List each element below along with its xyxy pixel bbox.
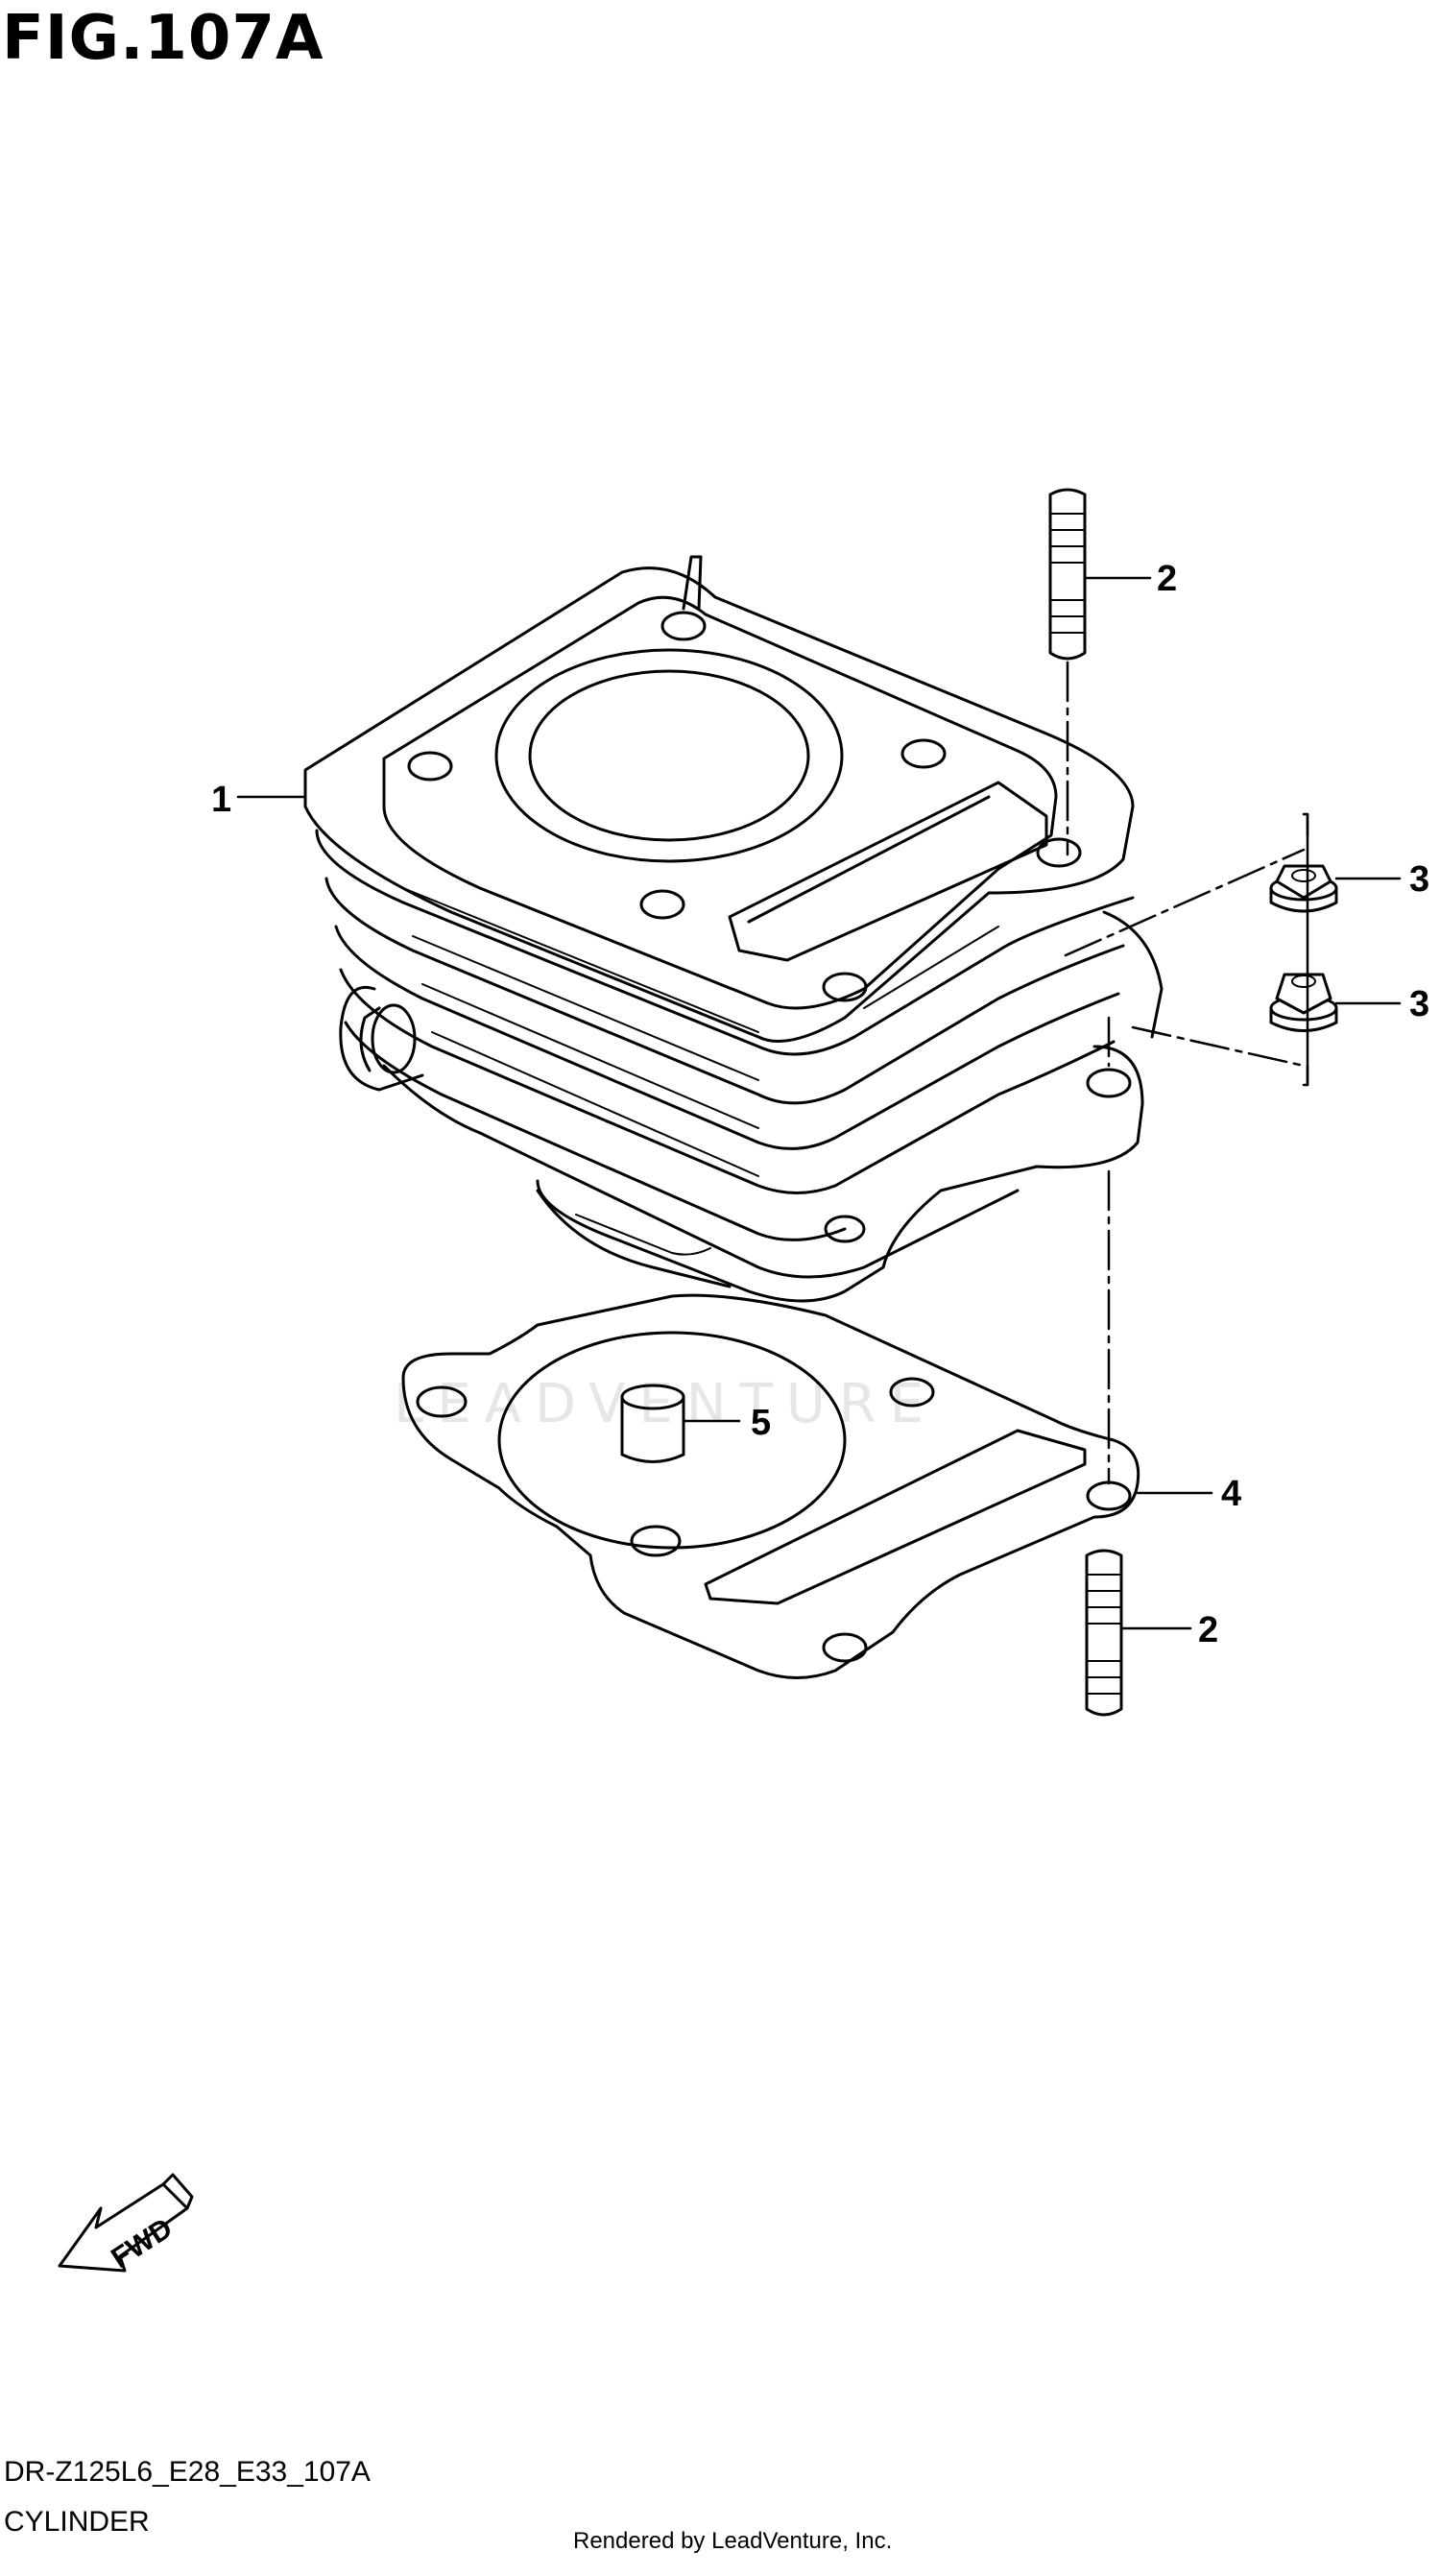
gasket-part [401,1293,1140,1679]
callout-5: 5 [751,1403,771,1443]
flange-nut-lower [1269,973,1338,1032]
fwd-arrow-icon [58,2173,194,2273]
centerline-group [1064,661,1306,1485]
stud-bolt-bottom [1085,1549,1123,1717]
stud-bolt-top [1048,488,1087,661]
callout-3-upper: 3 [1409,859,1429,900]
callout-3-lower: 3 [1409,984,1429,1024]
callout-1: 1 [211,780,231,820]
render-credit: Rendered by LeadVenture, Inc. [573,2528,893,2554]
flange-nut-upper [1269,864,1338,913]
model-code: DR-Z125L6_E28_E33_107A [4,2456,371,2488]
callout-4: 4 [1221,1474,1241,1514]
leader-lines [236,576,1402,1630]
figure-title: FIG.107A [2,3,324,74]
section-name: CYLINDER [4,2506,150,2538]
callout-2-bottom: 2 [1198,1610,1218,1650]
callout-2-top: 2 [1157,559,1177,599]
nut-bracket [1302,812,1309,1087]
dowel-pin-part [620,1384,685,1463]
cylinder-part [303,555,1164,1303]
